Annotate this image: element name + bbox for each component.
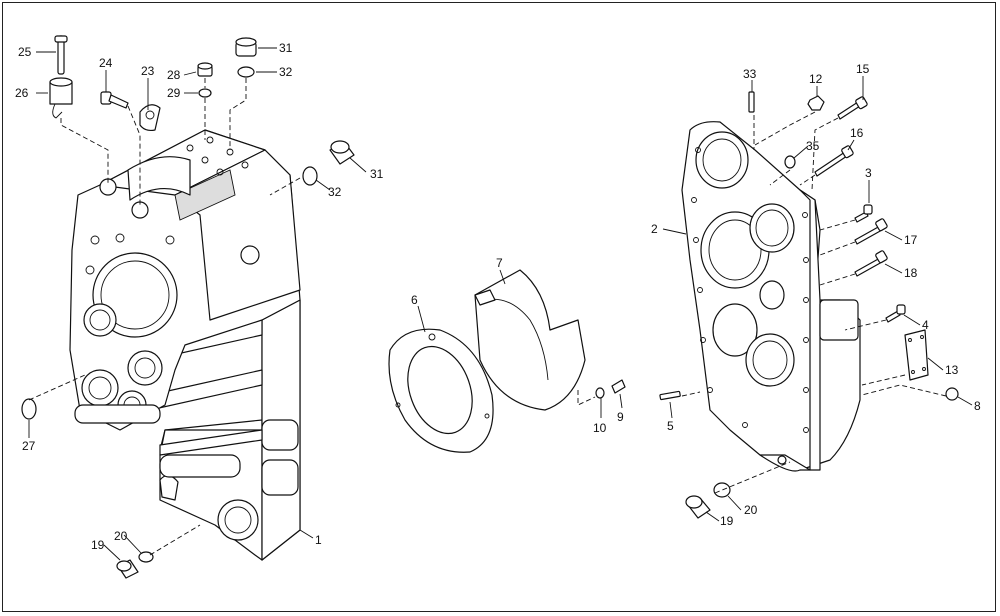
callout-26: 26 (15, 86, 29, 100)
assembly-lines (28, 78, 947, 556)
callout-29: 29 (167, 86, 181, 100)
bolt-part-18 (854, 250, 888, 277)
callout-20-left: 20 (114, 529, 128, 543)
callout-3: 3 (865, 166, 872, 180)
callout-2: 2 (651, 222, 658, 236)
callout-9: 9 (617, 410, 624, 424)
washer-part-27 (21, 398, 37, 420)
plug-part-35 (784, 155, 796, 169)
callout-6: 6 (411, 293, 418, 307)
leader-lines (28, 47, 973, 561)
bolt-part-9 (611, 379, 626, 394)
bolt-part-3 (854, 204, 873, 223)
plug-part-28 (197, 62, 213, 77)
callout-19-right: 19 (720, 514, 734, 528)
pin-part-5 (659, 390, 681, 401)
gearbox-housing-part-1 (69, 129, 301, 561)
callout-labels: 25 26 24 23 28 29 31 32 31 32 27 1 19 20… (15, 41, 981, 552)
callout-4: 4 (922, 318, 929, 332)
callout-5: 5 (667, 419, 674, 433)
callout-28: 28 (167, 68, 181, 82)
pin-part-33 (748, 91, 755, 113)
callout-18: 18 (904, 266, 918, 280)
plug-part-19-right (685, 495, 711, 519)
pin-part-25 (54, 35, 68, 75)
plug-part-31-side (329, 140, 355, 165)
callout-25: 25 (18, 45, 32, 59)
bolt-part-4 (885, 304, 906, 323)
callout-33: 33 (743, 67, 757, 81)
sensor-part-26 (49, 77, 73, 119)
callout-13: 13 (945, 363, 959, 377)
callout-1: 1 (315, 533, 322, 547)
callout-24: 24 (99, 56, 113, 70)
bolt-part-16 (814, 145, 854, 177)
callout-7: 7 (496, 256, 503, 270)
plug-part-31-top (235, 37, 257, 57)
callout-23: 23 (141, 64, 155, 78)
callout-32-top: 32 (279, 65, 293, 79)
callout-31-top: 31 (279, 41, 293, 55)
callout-19-left: 19 (91, 538, 105, 552)
washer-part-10 (595, 387, 605, 399)
callout-32-side: 32 (328, 185, 342, 199)
callout-20-right: 20 (744, 503, 758, 517)
cover-plate-part-13 (904, 329, 929, 381)
washer-part-29 (198, 88, 212, 98)
gasket-part-6 (388, 328, 494, 453)
callout-12: 12 (809, 72, 823, 86)
gearbox-housing-part-2 (681, 121, 861, 472)
washer-part-32-side (302, 166, 318, 186)
callout-15: 15 (856, 62, 870, 76)
plug-part-19-left (116, 559, 139, 579)
plug-part-8 (945, 387, 959, 401)
cover-shell-part-7 (474, 269, 586, 411)
washer-part-20-left (138, 551, 154, 563)
callout-27: 27 (22, 439, 36, 453)
washer-part-32-top (237, 66, 255, 78)
bolt-part-17 (854, 218, 888, 245)
callout-17: 17 (904, 233, 918, 247)
callout-10: 10 (593, 421, 607, 435)
washer-part-20-right (713, 482, 731, 498)
callout-8: 8 (974, 399, 981, 413)
nut-part-12 (807, 95, 825, 111)
callout-16: 16 (850, 126, 864, 140)
callout-31-side: 31 (370, 167, 384, 181)
bracket-part-23 (139, 104, 161, 132)
callout-35: 35 (806, 139, 820, 153)
bolt-part-24 (100, 91, 129, 109)
bolt-part-15 (837, 96, 868, 120)
